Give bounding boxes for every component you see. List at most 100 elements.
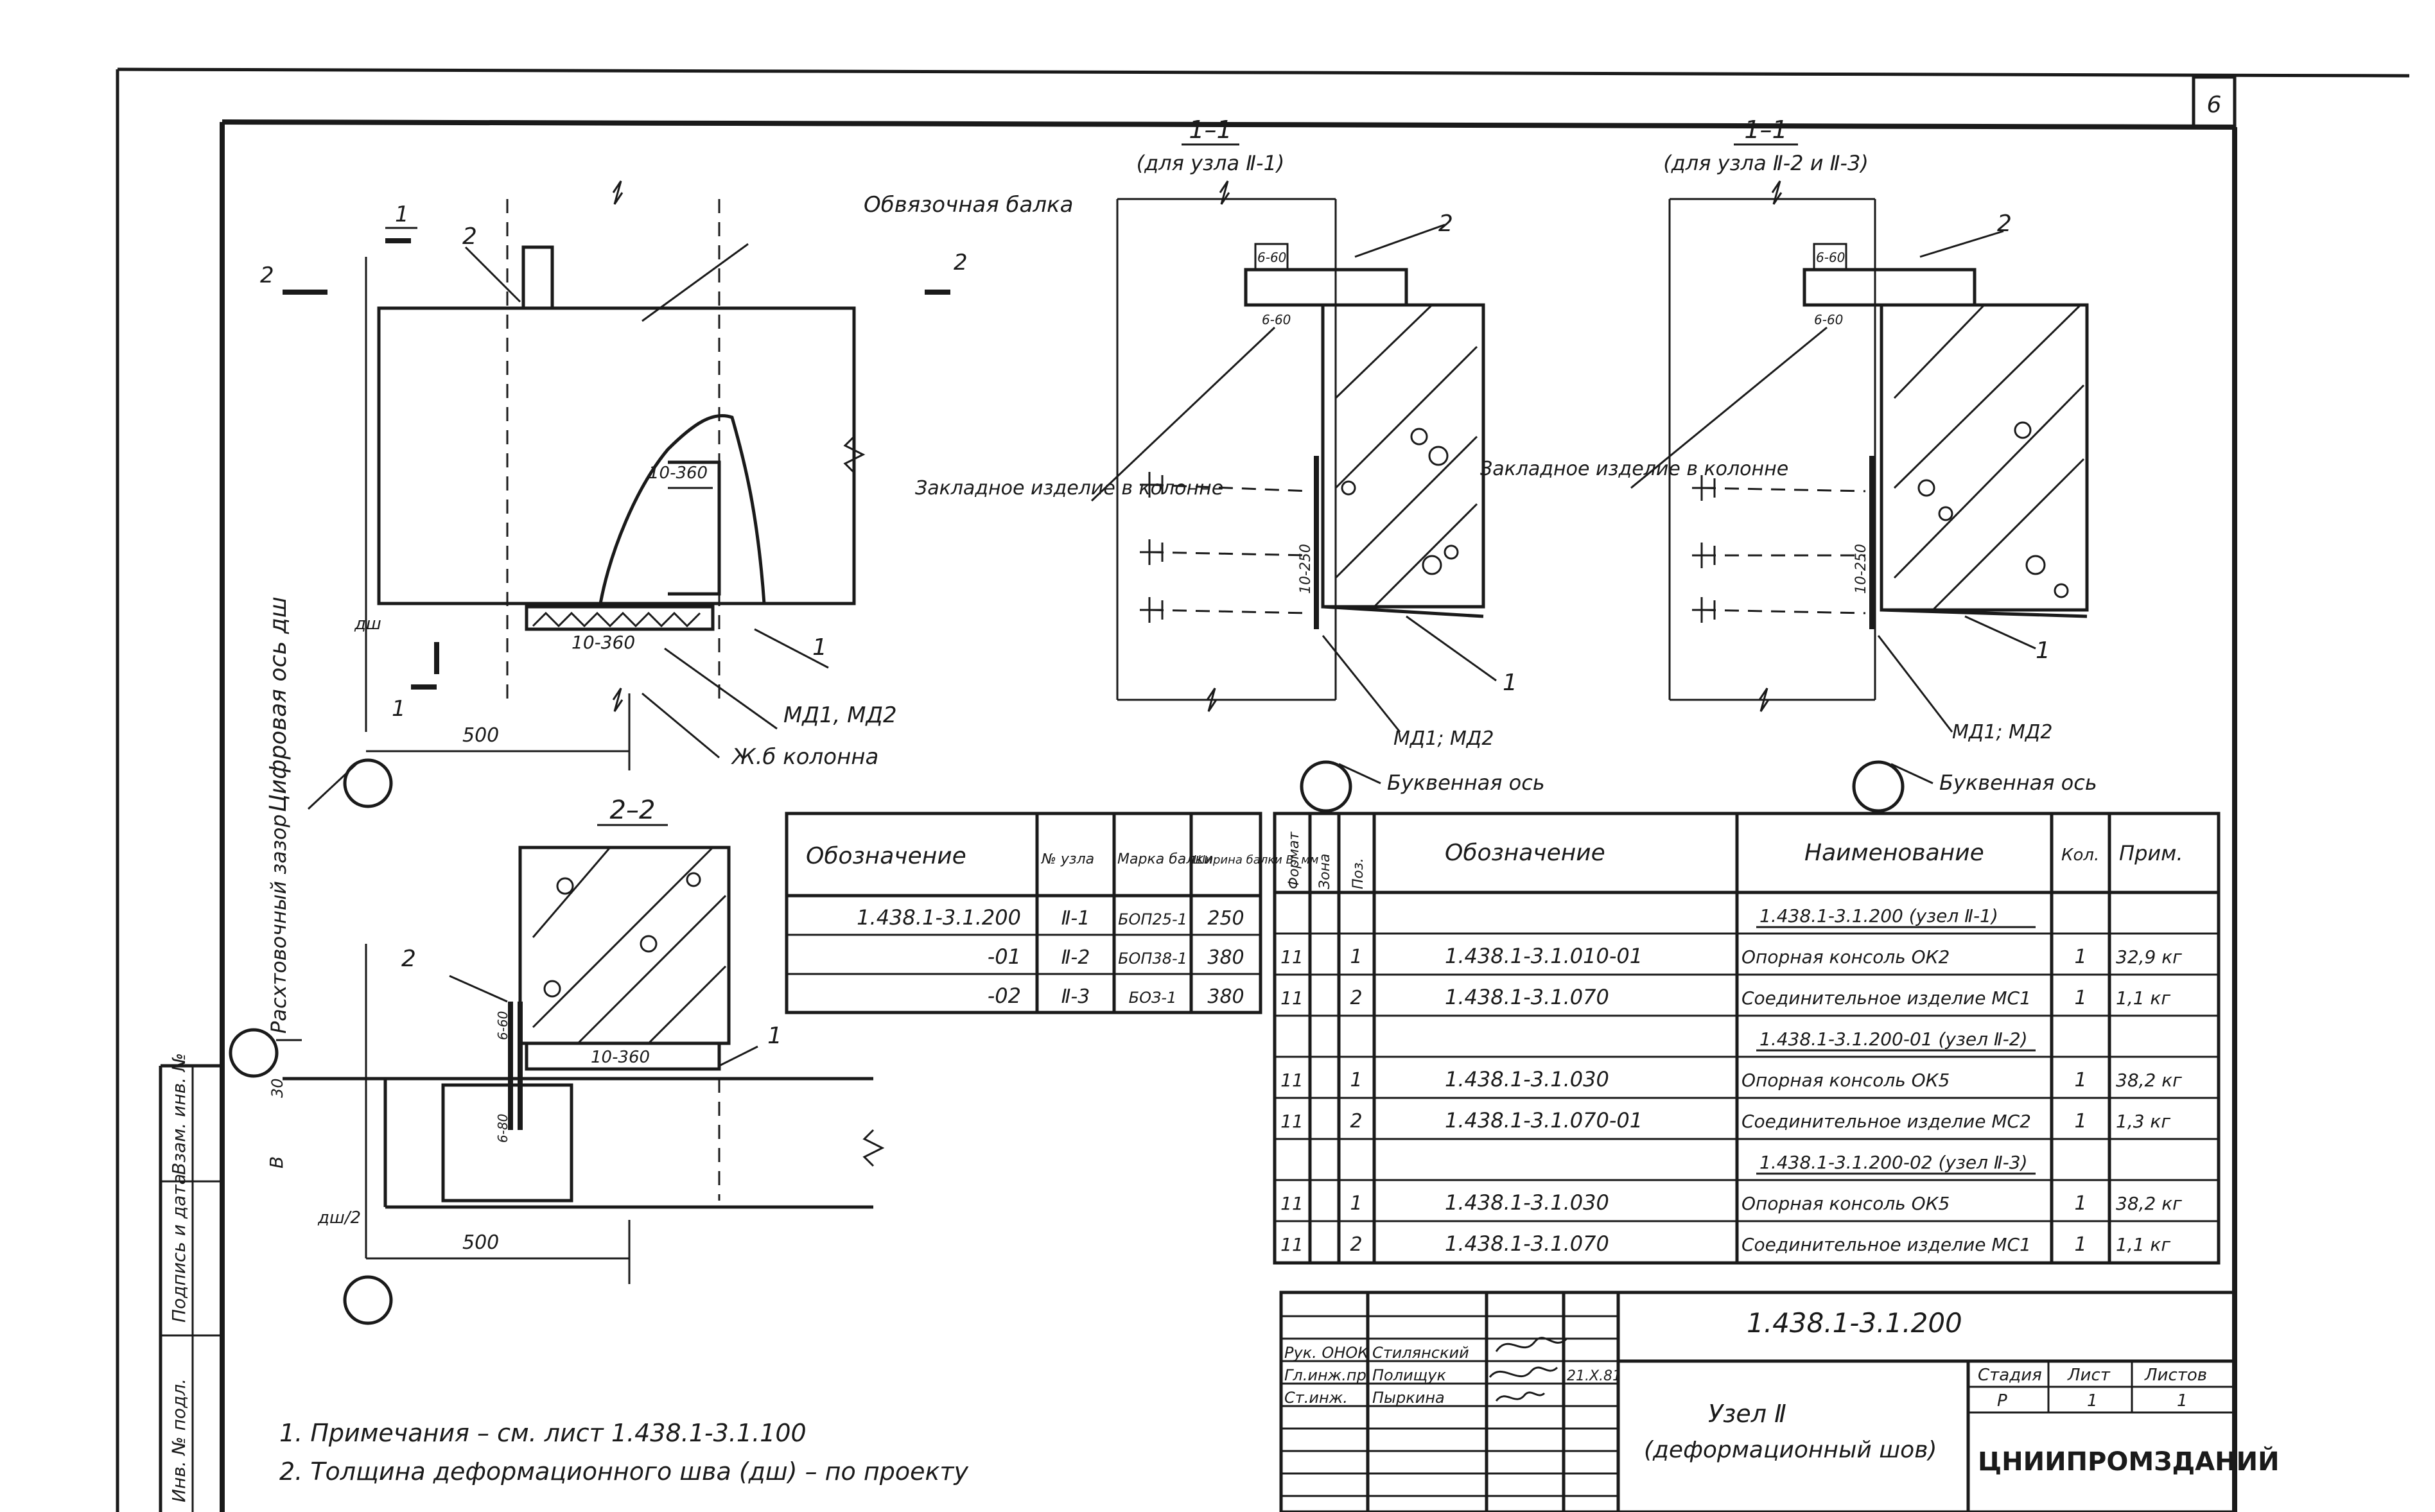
node-table-h-code: Обозначение — [806, 843, 966, 869]
section-title-node1: 1–1 — [1189, 116, 1232, 144]
spec-code: 1.438.1-3.1.010-01 — [1445, 944, 1643, 968]
signature-2 — [1488, 1366, 1558, 1378]
label-pos-1-n23: 1 — [2036, 638, 2050, 664]
spec-qty: 1 — [2074, 987, 2086, 1009]
label-30: 30 — [268, 1078, 286, 1098]
node-table-width: 380 — [1207, 946, 1244, 969]
weld-6-60-n23-b: 6-60 — [1814, 312, 1843, 327]
spec-code: 1.438.1-3.1.030 — [1445, 1067, 1609, 1091]
spec-note: 1,3 кг — [2116, 1111, 2170, 1132]
label-pos-2-n1: 2 — [1438, 211, 1453, 237]
title-stage: Р — [1997, 1391, 2007, 1411]
signer-role-2: Гл.инж.пр. — [1284, 1366, 1371, 1384]
spec-code: 1.438.1-3.1.070-01 — [1445, 1108, 1643, 1133]
title-date: 21.Х.81 — [1567, 1368, 1621, 1384]
spec-h-pos: Поз. — [1350, 858, 1366, 889]
spec-name: Соединительное изделие МС1 — [1741, 1234, 2031, 1255]
section-sub-node23: (для узла Ⅱ-2 и Ⅱ-3) — [1663, 151, 1869, 175]
label-section-2-left: 2 — [260, 263, 274, 288]
spec-group-title: 1.438.1-3.1.200-02 (узел Ⅱ-3) — [1759, 1152, 2028, 1173]
label-500-22: 500 — [462, 1231, 499, 1254]
section-title-22: 2–2 — [610, 795, 656, 825]
node-table: Обозначение № узла Марка балки Ширина ба… — [785, 812, 1318, 1014]
label-section-2-right: 2 — [954, 250, 968, 275]
title-block: Рук. ОНОК Стилянский Гл.инж.пр. Полищук … — [1279, 1290, 2280, 1512]
weld-6-60-n1-b: 6-60 — [1262, 312, 1291, 327]
spec-name: Опорная консоль ОК2 — [1741, 946, 1950, 968]
signer-role-1: Рук. ОНОК — [1284, 1344, 1369, 1362]
spec-name: Соединительное изделие МС2 — [1741, 1111, 2031, 1132]
spec-qty: 1 — [2074, 1233, 2086, 1256]
spec-qty: 1 — [2074, 1192, 2086, 1215]
weld-10-250-n23: 10-250 — [1853, 544, 1869, 594]
sheet-frame: 6 — [116, 67, 2410, 1512]
title-org: ЦНИИПРОМЗДАНИЙ — [1978, 1446, 2280, 1477]
spec-qty: 1 — [2074, 946, 2086, 968]
label-dsh-half: дш/2 — [317, 1208, 361, 1228]
node-table-mark: БОЗ-1 — [1129, 989, 1177, 1007]
spec-qty: 1 — [2074, 1110, 2086, 1133]
spec-code: 1.438.1-3.1.030 — [1445, 1190, 1609, 1215]
label-column: Ж.б колонна — [731, 744, 878, 770]
spec-pos: 2 — [1350, 1110, 1362, 1133]
node-table-code: -01 — [988, 944, 1021, 969]
section-title-node23: 1–1 — [1744, 116, 1787, 144]
node-table-node: Ⅱ-1 — [1061, 907, 1090, 930]
label-embedded-col-n23: Закладное изделие в колонне — [1480, 458, 1788, 480]
label-dsh-plan: дш — [354, 614, 381, 634]
spec-pos: 1 — [1350, 946, 1362, 968]
note-2: 2. Толщина деформационного шва (дш) – по… — [279, 1457, 969, 1486]
spec-h-qty: Кол. — [2061, 846, 2099, 865]
spec-note: 38,2 кг — [2116, 1193, 2182, 1214]
node-table-width: 250 — [1207, 907, 1244, 930]
spec-format: 11 — [1280, 987, 1304, 1009]
label-b-dim: В — [266, 1156, 287, 1169]
signer-name-1: Стилянский — [1372, 1344, 1469, 1362]
spec-h-note: Прим. — [2119, 841, 2183, 865]
anchors-node1 — [1140, 472, 1311, 623]
label-pos-2-22: 2 — [401, 946, 416, 972]
node-table-h-node: № узла — [1041, 851, 1094, 867]
label-strapping-beam: Обвязочная балка — [864, 192, 1073, 218]
node-table-h-width: Ширина балки В, мм — [1193, 853, 1318, 867]
side-stamp: Инв. № подл. Подпись и дата Взам. инв. № — [159, 1053, 222, 1512]
label-md-plan: МД1, МД2 — [783, 702, 897, 728]
weld-10-360-22: 10-360 — [591, 1048, 650, 1067]
weld-6-60-n23-a: 6-60 — [1816, 250, 1845, 265]
signer-role-3: Ст.инж. — [1284, 1389, 1348, 1407]
label-digital-axis: Цифровая ось дш — [265, 596, 292, 812]
notes: 1. Примечания – см. лист 1.438.1-3.1.100… — [279, 1419, 969, 1486]
title-line-1: Узел Ⅱ — [1708, 1400, 1786, 1428]
label-weld-top: 10-360 — [649, 464, 708, 483]
spec-h-zone: Зона — [1317, 854, 1333, 889]
spec-group-title: 1.438.1-3.1.200-01 (узел Ⅱ-2) — [1759, 1029, 2028, 1050]
spec-h-name: Наименование — [1804, 840, 1984, 866]
label-pos-1-plan: 1 — [812, 634, 827, 661]
sheet-number: 6 — [2207, 92, 2222, 118]
node-table-code: -02 — [988, 984, 1021, 1008]
stamp-inv-orig: Инв. № подл. — [168, 1378, 189, 1502]
spec-name: Соединительное изделие МС1 — [1741, 987, 2031, 1009]
label-pos-2-plan: 2 — [462, 223, 477, 250]
node-table-mark: БОП25-1 — [1118, 910, 1187, 928]
spec-name: Опорная консоль ОК5 — [1741, 1193, 1950, 1214]
spec-pos: 1 — [1350, 1069, 1362, 1091]
spec-h-format: Формат — [1286, 831, 1302, 889]
spec-name: Опорная консоль ОК5 — [1741, 1070, 1950, 1091]
label-letter-axis-n23: Буквенная ось — [1939, 770, 2097, 795]
anchors-node23 — [1692, 475, 1866, 623]
stamp-replaced-inv: Взам. инв. № — [168, 1053, 189, 1175]
signer-name-3: Пыркина — [1372, 1389, 1445, 1407]
spec-code: 1.438.1-3.1.070 — [1445, 1231, 1609, 1256]
spec-table: Формат Зона Поз. Обозначение Наименовани… — [1273, 812, 2221, 1265]
section-1-1-node-23: 1–1 (для узла Ⅱ-2 и Ⅱ-3) 6-60 6-60 — [1480, 116, 2097, 813]
spec-code: 1.438.1-3.1.070 — [1445, 985, 1609, 1009]
spec-format: 11 — [1280, 1193, 1304, 1214]
spec-pos: 2 — [1350, 987, 1362, 1009]
spec-qty: 1 — [2074, 1069, 2086, 1091]
plan-view: Обвязочная балка 2 1 10-360 10-360 МД1, … — [260, 180, 1073, 812]
stamp-signature-date: Подпись и дата — [168, 1174, 189, 1323]
title-sheets: 1 — [2177, 1391, 2188, 1411]
spec-format: 11 — [1280, 1234, 1304, 1255]
signature-1 — [1495, 1337, 1568, 1352]
